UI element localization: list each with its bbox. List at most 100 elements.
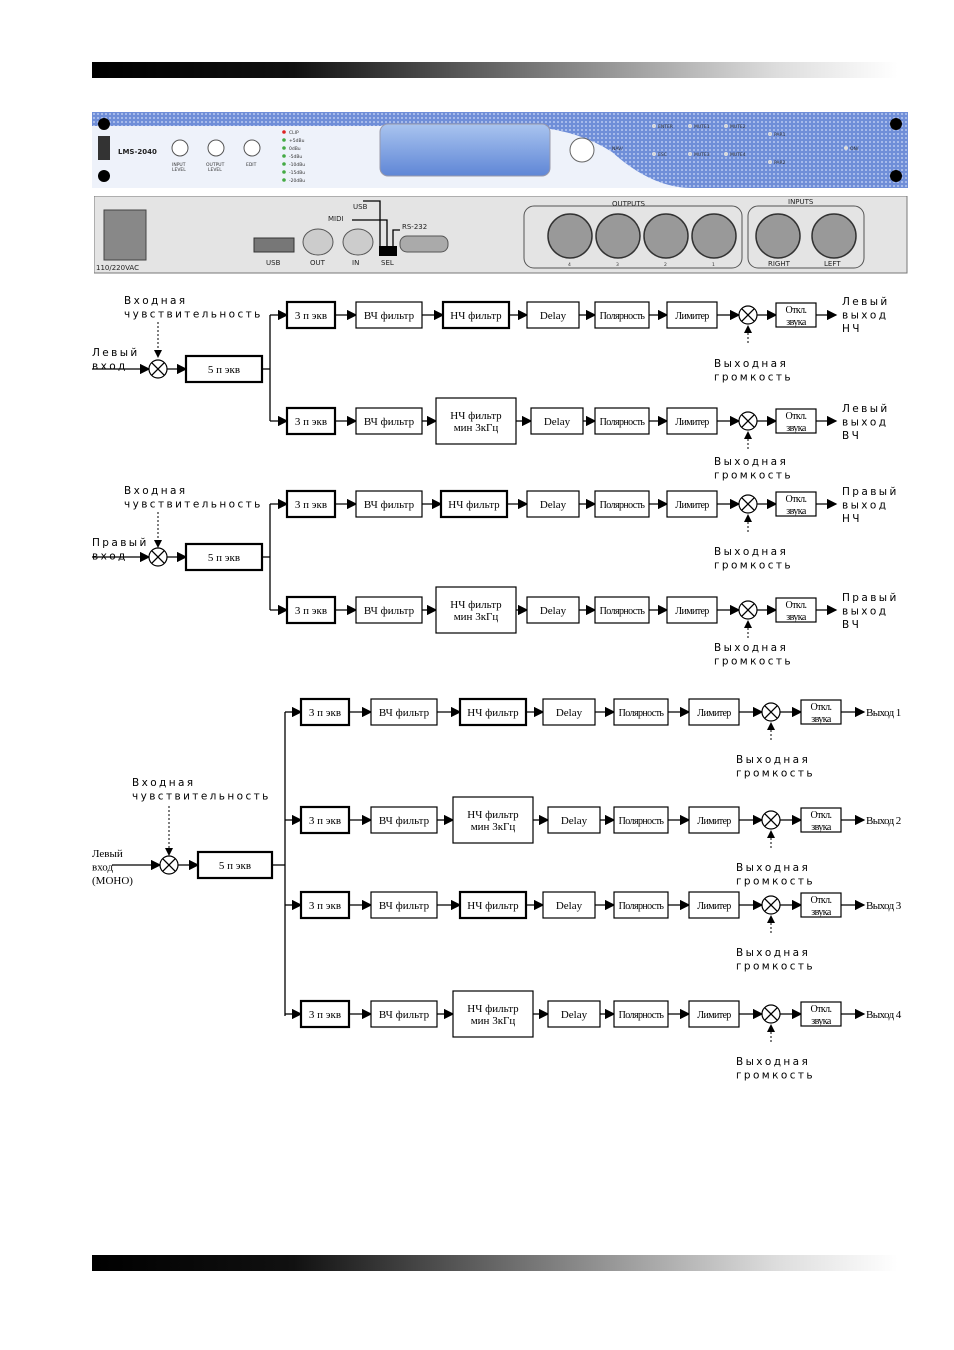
block-label: Лимитер: [697, 816, 731, 827]
midi-out-port: [302, 228, 334, 256]
hpf-block: ВЧ фильтр: [355, 301, 423, 329]
block-label: Откл.: [786, 305, 807, 316]
panel-button-label: PAR2: [774, 160, 786, 166]
delay-block: Delay: [542, 891, 596, 919]
svg-text:EDIT: EDIT: [246, 162, 257, 168]
left-lf-output-label: выход: [842, 310, 888, 322]
output-level-knob[interactable]: [207, 139, 225, 157]
panel-button-label: MUTE4: [730, 152, 746, 158]
lcd-display: [379, 123, 551, 177]
output-volume-label: Выходная: [714, 642, 788, 654]
polarity-block: Полярность: [594, 301, 650, 329]
mixer-icon: [148, 547, 168, 567]
block-label: звука: [811, 822, 832, 833]
output-volume-label: громкость: [736, 1070, 815, 1082]
eq3-block: 3 п экв: [299, 890, 351, 920]
block-label: Лимитер: [675, 311, 709, 322]
panel-button[interactable]: [652, 124, 656, 128]
delay-block: Delay: [542, 698, 596, 726]
panel-button[interactable]: [688, 152, 692, 156]
block-label: НЧ фильтр: [467, 809, 519, 821]
inputs-title: INPUTS: [788, 198, 814, 206]
input-sensitivity-label: чувствительность: [124, 309, 263, 321]
panel-button[interactable]: [724, 124, 728, 128]
block-label: Лимитер: [675, 606, 709, 617]
rack-hole-icon: [890, 170, 902, 182]
mixer-icon: [738, 305, 758, 325]
output-volume-label: громкость: [714, 656, 793, 668]
block-label: звука: [786, 506, 807, 517]
mute-block: Откл.звука: [800, 892, 842, 918]
mixer-icon: [761, 810, 781, 830]
block-label: Delay: [540, 605, 567, 617]
block-label: Откл.: [786, 494, 807, 505]
output-volume-label: Выходная: [736, 947, 810, 959]
meter-led: [282, 146, 286, 150]
polarity-block: Полярность: [594, 407, 650, 435]
delay-block: Delay: [526, 596, 580, 624]
eq5-block: 5 п экв: [196, 850, 274, 880]
mixer-icon: [738, 600, 758, 620]
block-label: ВЧ фильтр: [364, 416, 415, 428]
rs232-callout: RS-232: [402, 223, 427, 231]
output-number: 4: [568, 262, 571, 268]
mono-output-label-2: Выход 2: [866, 815, 901, 827]
meter-label: -10dBu: [289, 162, 305, 168]
panel-button-label: MUTE3: [694, 152, 710, 158]
block-label: НЧ фильтр: [448, 499, 500, 511]
block-label: НЧ фильтр: [450, 599, 502, 611]
input-xlr-left: [811, 213, 857, 259]
lpf-block: НЧ фильтр: [458, 890, 528, 920]
block-label: НЧ фильтр: [467, 707, 519, 719]
edit-knob[interactable]: [243, 139, 261, 157]
block-label: Лимитер: [697, 1010, 731, 1021]
block-label: Delay: [561, 1009, 588, 1021]
block-label: 5 п экв: [208, 552, 240, 564]
mono-input-label: Левый: [92, 848, 123, 860]
left-lf-output-label: НЧ: [842, 323, 862, 335]
block-label: Полярность: [619, 1010, 665, 1021]
panel-button[interactable]: [688, 124, 692, 128]
limiter-block: Лимитер: [688, 806, 740, 834]
limiter-block: Лимитер: [666, 407, 718, 435]
panel-button[interactable]: [724, 152, 728, 156]
lpf-block: НЧ фильтр: [441, 300, 511, 330]
panel-button[interactable]: [768, 160, 772, 164]
panel-button[interactable]: [652, 152, 656, 156]
mute-block: Откл.звука: [800, 1001, 842, 1027]
mute-block: Откл.звука: [775, 408, 817, 434]
input-sensitivity-label: чувствительность: [124, 499, 263, 511]
panel-button[interactable]: [768, 132, 772, 136]
output-volume-label: Выходная: [714, 358, 788, 370]
input-sensitivity-label: чувствительность: [132, 791, 271, 803]
output-volume-label: Выходная: [714, 456, 788, 468]
block-label: Лимитер: [697, 708, 731, 719]
panel-button-label: PAR1: [774, 132, 786, 138]
input-level-knob[interactable]: [171, 139, 189, 157]
block-label: мин 3кГц: [471, 821, 516, 833]
hpf-block: ВЧ фильтр: [370, 698, 438, 726]
limiter-block: Лимитер: [688, 1000, 740, 1028]
mute-block: Откл.звука: [800, 699, 842, 725]
output-number: 3: [616, 262, 619, 268]
block-label: звука: [811, 1016, 832, 1027]
mixer-icon: [148, 359, 168, 379]
rs232-port: [399, 235, 449, 253]
sel-label: SEL: [381, 259, 394, 267]
block-label: 3 п экв: [309, 900, 341, 912]
in-port-label: IN: [352, 259, 359, 267]
usb-port: [253, 237, 295, 253]
block-label: 5 п экв: [208, 364, 240, 376]
block-label: Откл.: [786, 411, 807, 422]
limiter-block: Лимитер: [666, 301, 718, 329]
svg-text:LEVEL: LEVEL: [172, 167, 186, 173]
panel-button[interactable]: [844, 146, 848, 150]
svg-text:LEVEL: LEVEL: [208, 167, 222, 173]
block-label: НЧ фильтр: [467, 900, 519, 912]
nav-wheel[interactable]: [569, 137, 595, 163]
right-hf-output-label: ВЧ: [842, 619, 861, 631]
power-socket: [103, 209, 147, 261]
block-label: Полярность: [600, 417, 646, 428]
right-lf-output-label: НЧ: [842, 513, 862, 525]
